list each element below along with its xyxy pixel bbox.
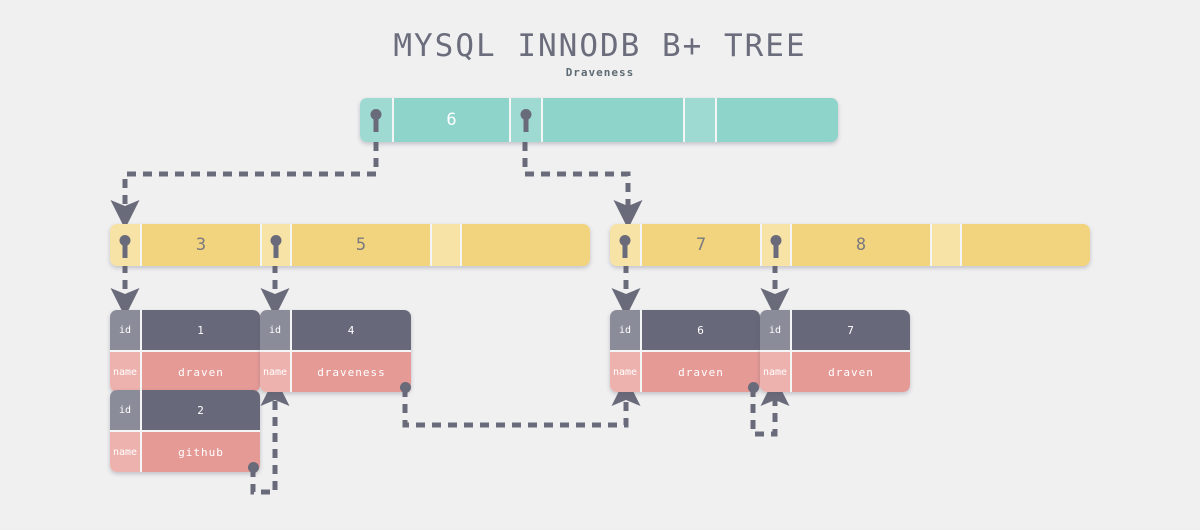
pointer-dot-icon (370, 109, 382, 120)
leaf-name-value: github (142, 432, 260, 472)
pointer-stem-icon (773, 245, 779, 258)
pointer-stem-icon (122, 245, 128, 258)
internal-right-key-2 (960, 224, 1090, 266)
leaf-name-value: draven (142, 352, 260, 392)
internal-left-key-1: 5 (290, 224, 430, 266)
root-pointer-1[interactable] (509, 98, 541, 142)
leaf-row-name: name draven (110, 350, 260, 392)
pointer-stem-icon (622, 245, 628, 258)
leaf-next-pointer-dot-record2[interactable] (248, 462, 259, 473)
internal-node-right[interactable]: 7 8 (610, 224, 1090, 266)
leaf-id-label: id (610, 310, 642, 350)
internal-left-pointer-0[interactable] (110, 224, 140, 266)
internal-left-key-2 (460, 224, 590, 266)
internal-right-pointer-0[interactable] (610, 224, 640, 266)
internal-left-key-0: 3 (140, 224, 260, 266)
edge-root-to-internal-right (522, 142, 643, 229)
root-key-2 (715, 98, 838, 142)
leaf-id-value: 1 (142, 310, 260, 350)
internal-node-left[interactable]: 3 5 (110, 224, 590, 266)
page-subtitle: Draveness (565, 66, 635, 79)
root-node[interactable]: 6 (360, 98, 838, 142)
leaf-id-label: id (110, 390, 142, 430)
leaf-name-label: name (260, 352, 292, 392)
leaf-row-name: name draven (610, 350, 760, 392)
leaf-name-value: draven (792, 352, 910, 392)
leaf-row-id: id 2 (110, 390, 260, 430)
internal-right-pointer-2[interactable] (930, 224, 960, 266)
pointer-dot-icon (619, 235, 631, 246)
leaf-record-4[interactable]: id 4 name draveness (260, 310, 411, 392)
leaf-id-label: id (260, 310, 292, 350)
leaf-next-pointer-dot-record4[interactable] (400, 382, 411, 393)
edge-root-to-internal-left (110, 142, 379, 229)
leaf-row-name: name github (110, 430, 260, 472)
leaf-name-label: name (610, 352, 642, 392)
pointer-stem-icon (373, 119, 379, 132)
leaf-row-id: id 7 (760, 310, 910, 350)
root-pointer-0[interactable] (360, 98, 392, 142)
pointer-dot-icon (119, 235, 131, 246)
leaf-id-label: id (110, 310, 142, 350)
internal-right-key-0: 7 (640, 224, 760, 266)
internal-right-pointer-1[interactable] (760, 224, 790, 266)
leaf-row-id: id 1 (110, 310, 260, 350)
leaf-name-value: draven (642, 352, 760, 392)
pointer-dot-icon (770, 235, 782, 246)
leaf-record-2[interactable]: id 2 name github (110, 390, 260, 472)
leaf-next-pointer-dot-record6[interactable] (748, 382, 759, 393)
leaf-row-name: name draveness (260, 350, 411, 392)
leaf-record-6[interactable]: id 6 name draven (610, 310, 760, 392)
leaf-row-id: id 4 (260, 310, 411, 350)
pointer-stem-icon (523, 119, 529, 132)
leaf-id-value: 7 (792, 310, 910, 350)
leaf-name-value: draveness (292, 352, 411, 392)
leaf-record-7[interactable]: id 7 name draven (760, 310, 910, 392)
edge-leaf4-to-leaf6 (402, 377, 641, 428)
root-pointer-2[interactable] (683, 98, 715, 142)
leaf-name-label: name (110, 432, 142, 472)
leaf-id-value: 2 (142, 390, 260, 430)
internal-right-key-1: 8 (790, 224, 930, 266)
root-key-0: 6 (392, 98, 509, 142)
pointer-dot-icon (520, 109, 532, 120)
pointer-dot-icon (270, 235, 282, 246)
internal-left-pointer-2[interactable] (430, 224, 460, 266)
leaf-id-label: id (760, 310, 792, 350)
page-title: MYSQL INNODB B+ TREE (393, 28, 807, 64)
leaf-id-value: 6 (642, 310, 760, 350)
edge-leaf6-to-leaf7 (750, 377, 790, 437)
leaf-row-name: name draven (760, 350, 910, 392)
pointer-stem-icon (273, 245, 279, 258)
leaf-id-value: 4 (292, 310, 411, 350)
leaf-row-id: id 6 (610, 310, 760, 350)
leaf-name-label: name (110, 352, 142, 392)
root-key-1 (541, 98, 683, 142)
leaf-record-1[interactable]: id 1 name draven (110, 310, 260, 392)
leaf-name-label: name (760, 352, 792, 392)
internal-left-pointer-1[interactable] (260, 224, 290, 266)
